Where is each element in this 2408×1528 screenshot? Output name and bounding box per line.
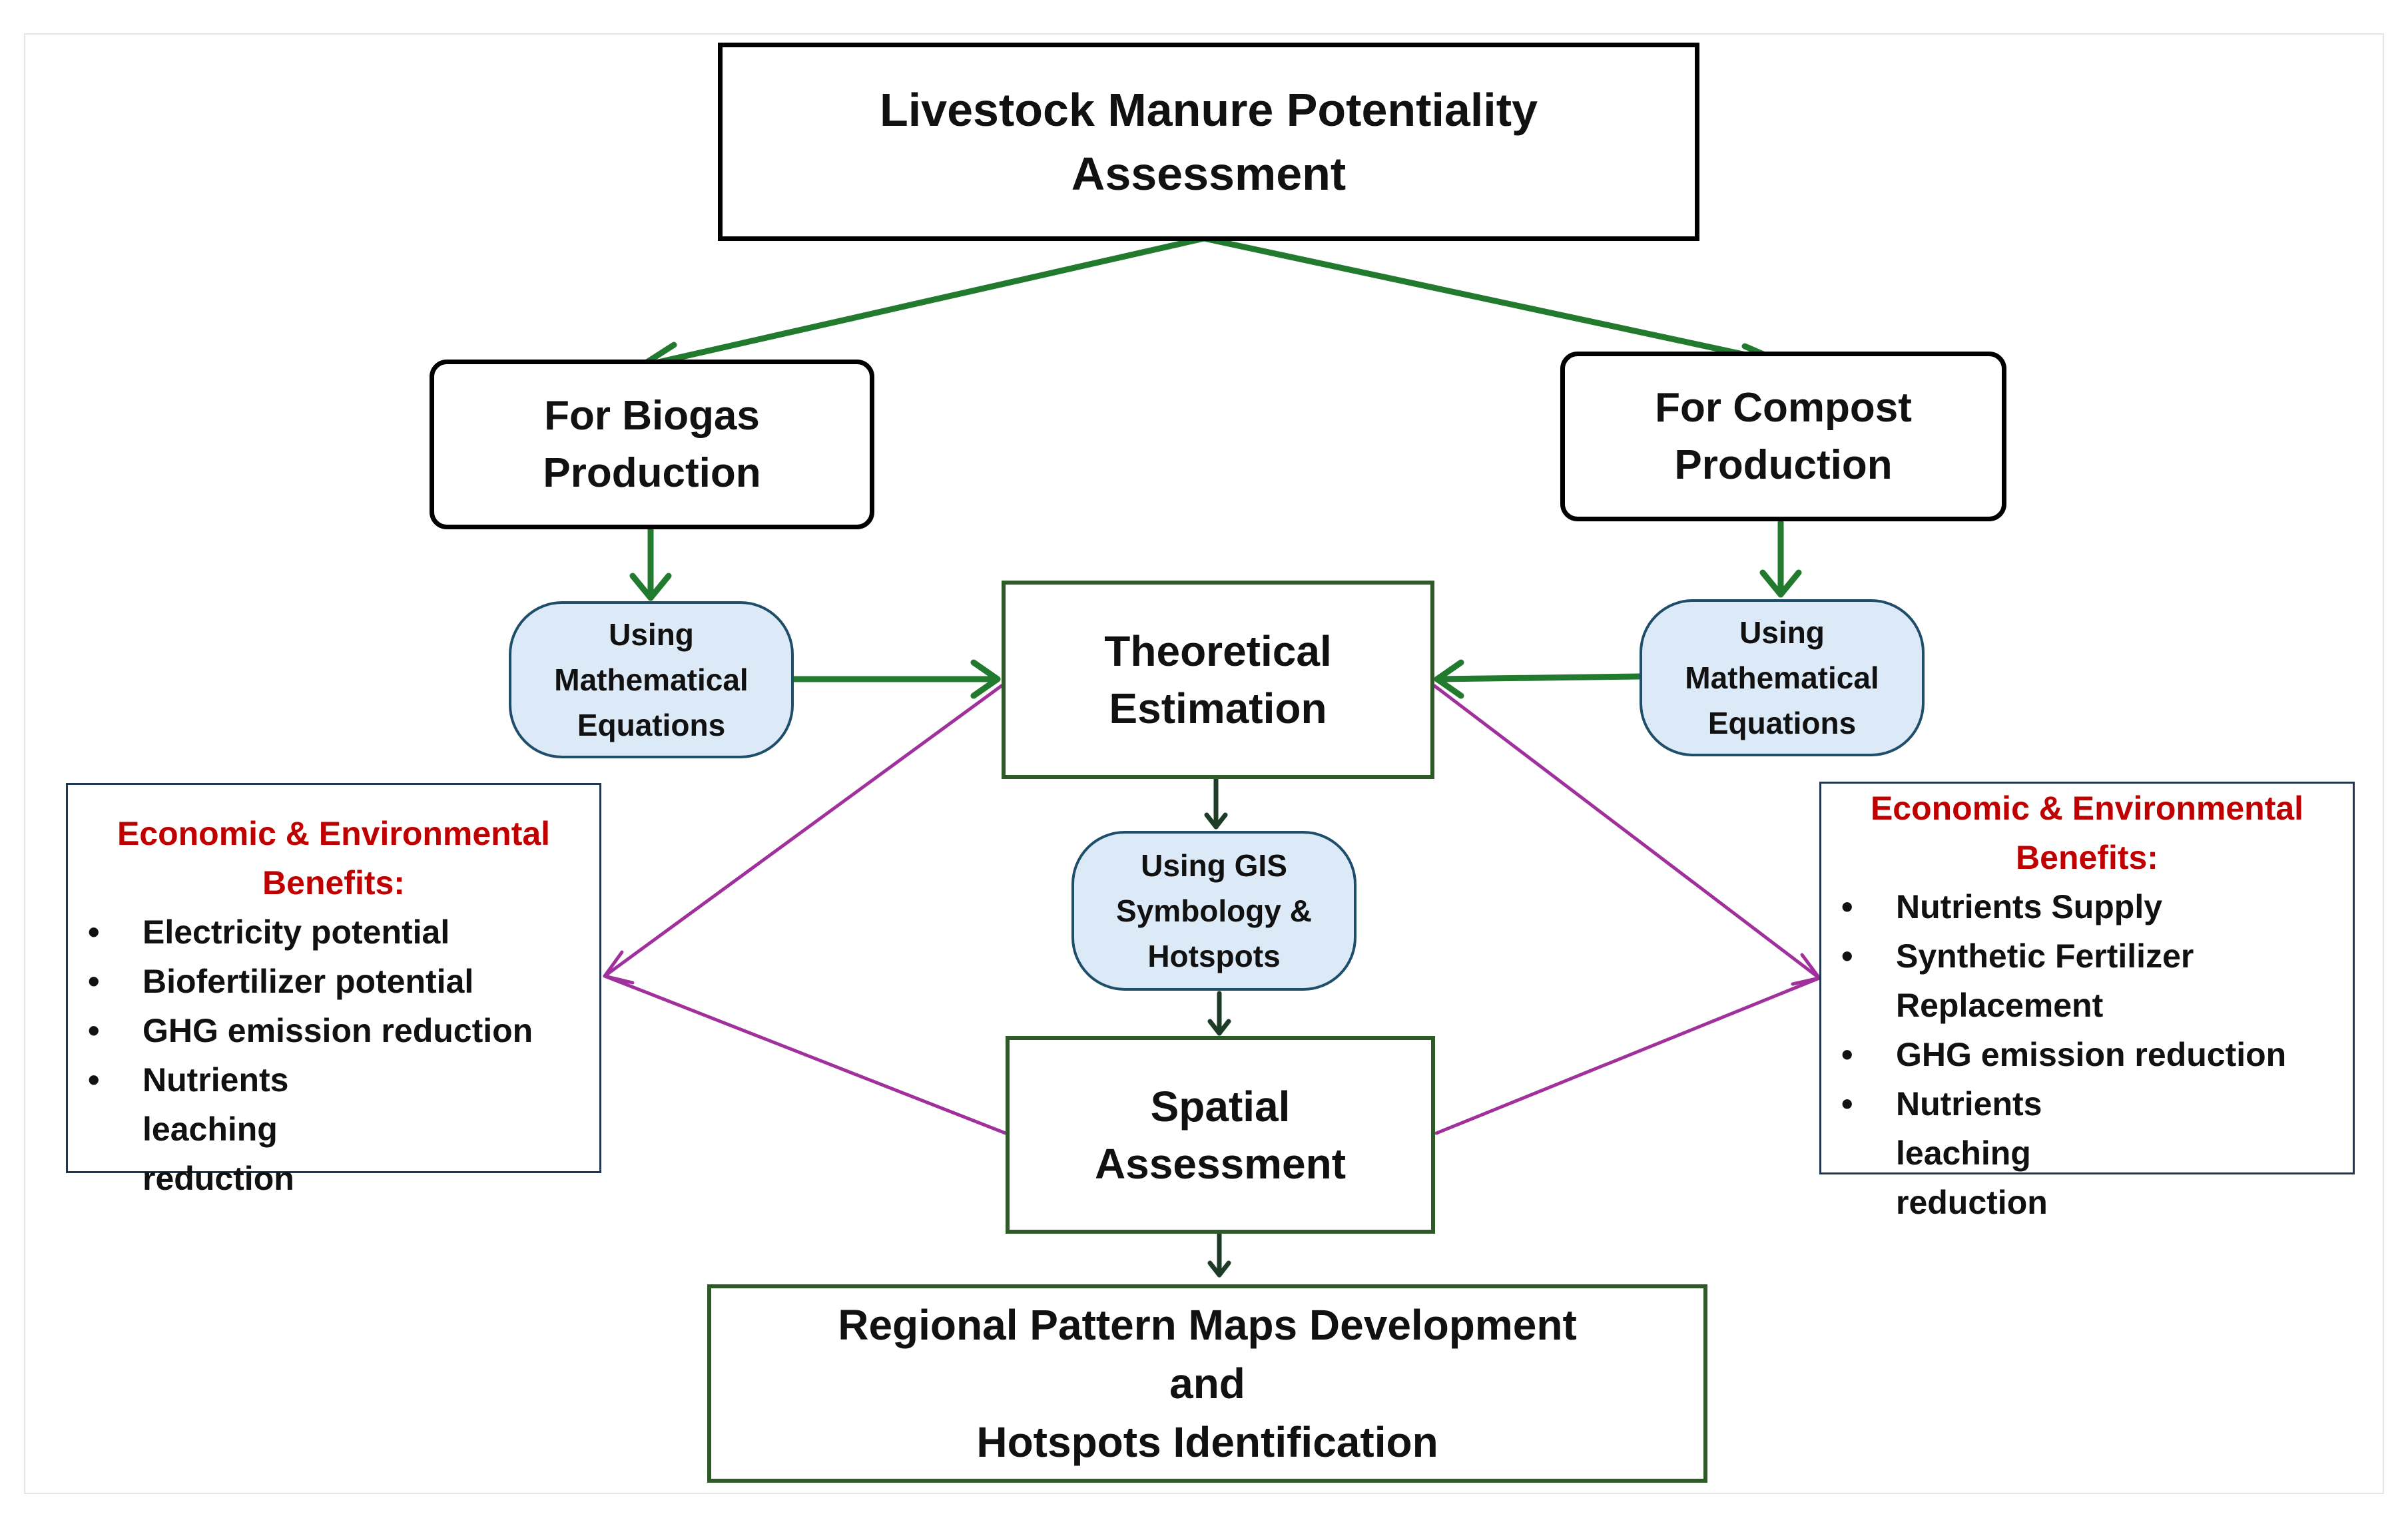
list-item: • Synthetic Fertilizer Replacement (1821, 931, 2353, 1030)
equations-right-line-2: Mathematical (1685, 660, 1879, 695)
title-line-1: Livestock Manure Potentiality (879, 84, 1538, 136)
compost-line-2: Production (1674, 441, 1893, 488)
compost-line-1: For Compost (1655, 384, 1912, 431)
left-benefits-heading-line-2: Benefits: (262, 864, 405, 901)
bullet-mark: • (1841, 937, 1853, 975)
theoretical-estimation-box: Theoretical Estimation (1002, 581, 1434, 779)
left-benefits-box: Economic & Environmental Benefits: • Elec… (66, 783, 601, 1197)
bullet-mark: • (88, 913, 100, 951)
right-benefits-list: • Nutrients Supply • Synthetic Fertilizer … (1821, 882, 2353, 1227)
biogas-line-2: Production (543, 449, 761, 496)
biogas-line-1: For Biogas (544, 392, 760, 439)
equations-right-line-3: Equations (1707, 706, 1857, 740)
gis-line-3: Hotspots (1147, 939, 1281, 973)
right-benefits-heading-line-2: Benefits: (2016, 839, 2158, 876)
arrow-title-to-biogas (637, 235, 1207, 370)
right-benefit-text: GHG emission reduction (1896, 1036, 2287, 1073)
compost-production-box: For Compost Production (1560, 352, 2006, 521)
list-item: • Nutrients Supply (1821, 882, 2353, 931)
equations-left-pill: Using Mathematical Equations (509, 601, 794, 758)
arrow-title-to-compost (1201, 235, 1787, 366)
right-benefits-heading: Economic & Environmental Benefits: (1821, 784, 2353, 882)
equations-right-line-1: Using (1739, 615, 1825, 650)
arrowhead-gis-to-spatial (1207, 1019, 1231, 1036)
list-item: • Nutrients leaching reduction (68, 1055, 599, 1203)
bullet-mark: • (88, 963, 100, 1000)
list-item: • GHG emission reduction (68, 1006, 599, 1055)
title-box: Livestock Manure Potentiality Assessment (718, 43, 1699, 241)
gis-line-2: Symbology & (1116, 893, 1312, 928)
left-benefit-text: Nutrients leaching reduction (143, 1061, 294, 1197)
list-item: • GHG emission reduction (1821, 1030, 2353, 1079)
regional-line-3: Hotspots Identification (976, 1418, 1438, 1466)
regional-line-1: Regional Pattern Maps Development (838, 1301, 1577, 1349)
regional-line-2: and (1169, 1360, 1245, 1407)
equations-left-line-2: Mathematical (554, 662, 749, 697)
arrowhead-theoretical-to-gis (1204, 812, 1228, 830)
arrow-equations-right-to-theoretical (1434, 673, 1643, 682)
left-benefits-heading: Economic & Environmental Benefits: (68, 809, 599, 907)
equations-left-line-3: Equations (577, 708, 726, 742)
left-benefits-list: • Electricity potential • Biofertilizer po… (68, 907, 599, 1203)
diagram-frame (24, 33, 2384, 1494)
right-benefit-text: Synthetic Fertilizer Replacement (1896, 937, 2194, 1024)
regional-maps-box: Regional Pattern Maps Development and Ho… (707, 1284, 1707, 1483)
spatial-assessment-box: Spatial Assessment (1006, 1036, 1435, 1234)
right-benefits-box: Economic & Environmental Benefits: • Nutr… (1819, 782, 2355, 1221)
arrow-theoretical-to-left-benefits (603, 684, 1004, 978)
list-item: • Electricity potential (68, 907, 599, 957)
right-benefits-heading-line-1: Economic & Environmental (1870, 790, 2304, 827)
arrowhead-equations-left-to-theoretical (970, 659, 1001, 699)
spatial-line-1: Spatial (1150, 1082, 1291, 1131)
title-line-2: Assessment (1071, 148, 1347, 200)
left-benefit-text: Electricity potential (143, 913, 450, 951)
left-benefits-heading-line-1: Economic & Environmental (117, 815, 551, 852)
arrow-theoretical-to-right-benefits (1432, 684, 1821, 980)
arrowhead-biogas-to-equations (629, 573, 672, 601)
bullet-mark: • (88, 1012, 100, 1049)
equations-left-line-1: Using (609, 617, 694, 652)
gis-line-1: Using GIS (1141, 848, 1287, 883)
bullet-mark: • (1841, 1036, 1853, 1073)
right-benefit-text: Nutrients Supply (1896, 888, 2163, 925)
gis-pill: Using GIS Symbology & Hotspots (1071, 831, 1356, 991)
arrowhead-equations-right-to-theoretical (1434, 659, 1464, 699)
left-benefit-text: Biofertilizer potential (143, 963, 474, 1000)
biogas-production-box: For Biogas Production (430, 360, 874, 529)
theoretical-line-1: Theoretical (1104, 627, 1332, 675)
bullet-mark: • (1841, 1085, 1853, 1123)
equations-right-pill: Using Mathematical Equations (1640, 599, 1925, 756)
list-item: • Nutrients leaching reduction (1821, 1079, 2353, 1227)
arrow-spatial-to-left-benefits (603, 974, 1008, 1135)
bullet-mark: • (88, 1061, 100, 1099)
arrowhead-spatial-to-regional (1207, 1260, 1231, 1278)
arrowhead-compost-to-equations (1759, 569, 1802, 598)
arrowhead-left-benefits (603, 950, 635, 985)
right-benefit-text: Nutrients leaching reduction (1896, 1085, 2048, 1221)
left-benefit-text: GHG emission reduction (143, 1012, 533, 1049)
spatial-line-2: Assessment (1094, 1139, 1347, 1188)
theoretical-line-2: Estimation (1109, 684, 1327, 732)
arrow-spatial-to-right-benefits (1434, 976, 1821, 1135)
list-item: • Biofertilizer potential (68, 957, 599, 1006)
bullet-mark: • (1841, 888, 1853, 925)
